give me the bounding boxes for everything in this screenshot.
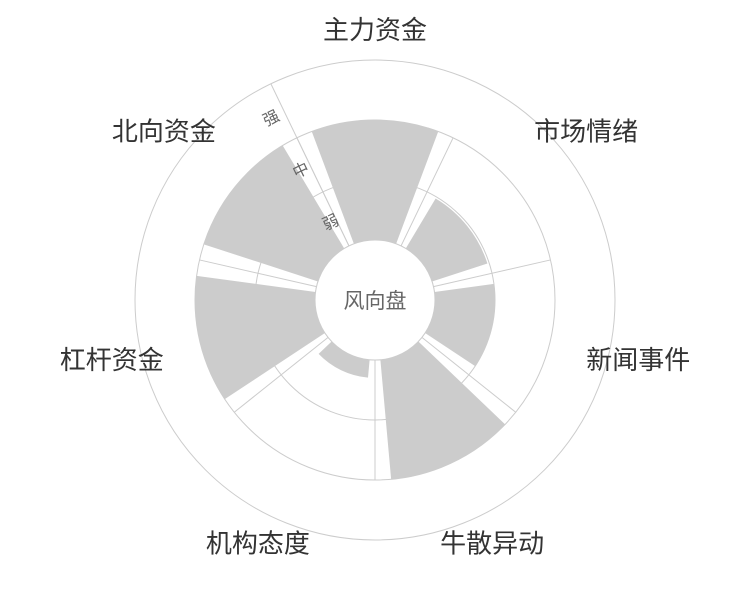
bar-4 xyxy=(380,341,506,480)
category-label: 牛散异动 xyxy=(440,529,544,559)
bar-5 xyxy=(318,341,370,378)
bar-2 xyxy=(405,198,488,282)
center-circle xyxy=(314,239,436,361)
bar-6 xyxy=(194,275,325,400)
bars xyxy=(194,120,506,480)
axis-line xyxy=(270,83,350,247)
category-label: 杠杆资金 xyxy=(60,346,164,376)
split-line xyxy=(233,337,329,413)
bar-7 xyxy=(203,145,345,282)
split-line xyxy=(400,137,454,247)
category-label: 市场情绪 xyxy=(534,118,638,148)
category-label: 主力资金 xyxy=(323,16,427,46)
category-label: 新闻事件 xyxy=(586,346,690,376)
split-line xyxy=(421,337,517,413)
center-title: 风向盘 xyxy=(344,289,407,313)
axis-tick-label: 强 xyxy=(260,106,283,130)
split-line xyxy=(199,259,317,288)
grid-circle xyxy=(134,59,616,541)
category-label: 机构态度 xyxy=(206,529,310,559)
radial-axis: 弱 中 强 xyxy=(260,83,350,247)
bar-3 xyxy=(425,283,495,367)
split-line xyxy=(433,259,551,288)
axis-tick-label: 中 xyxy=(290,158,313,182)
category-label: 北向资金 xyxy=(112,118,216,148)
bar-1 xyxy=(311,120,439,244)
axis-tick-label: 弱 xyxy=(319,210,342,234)
